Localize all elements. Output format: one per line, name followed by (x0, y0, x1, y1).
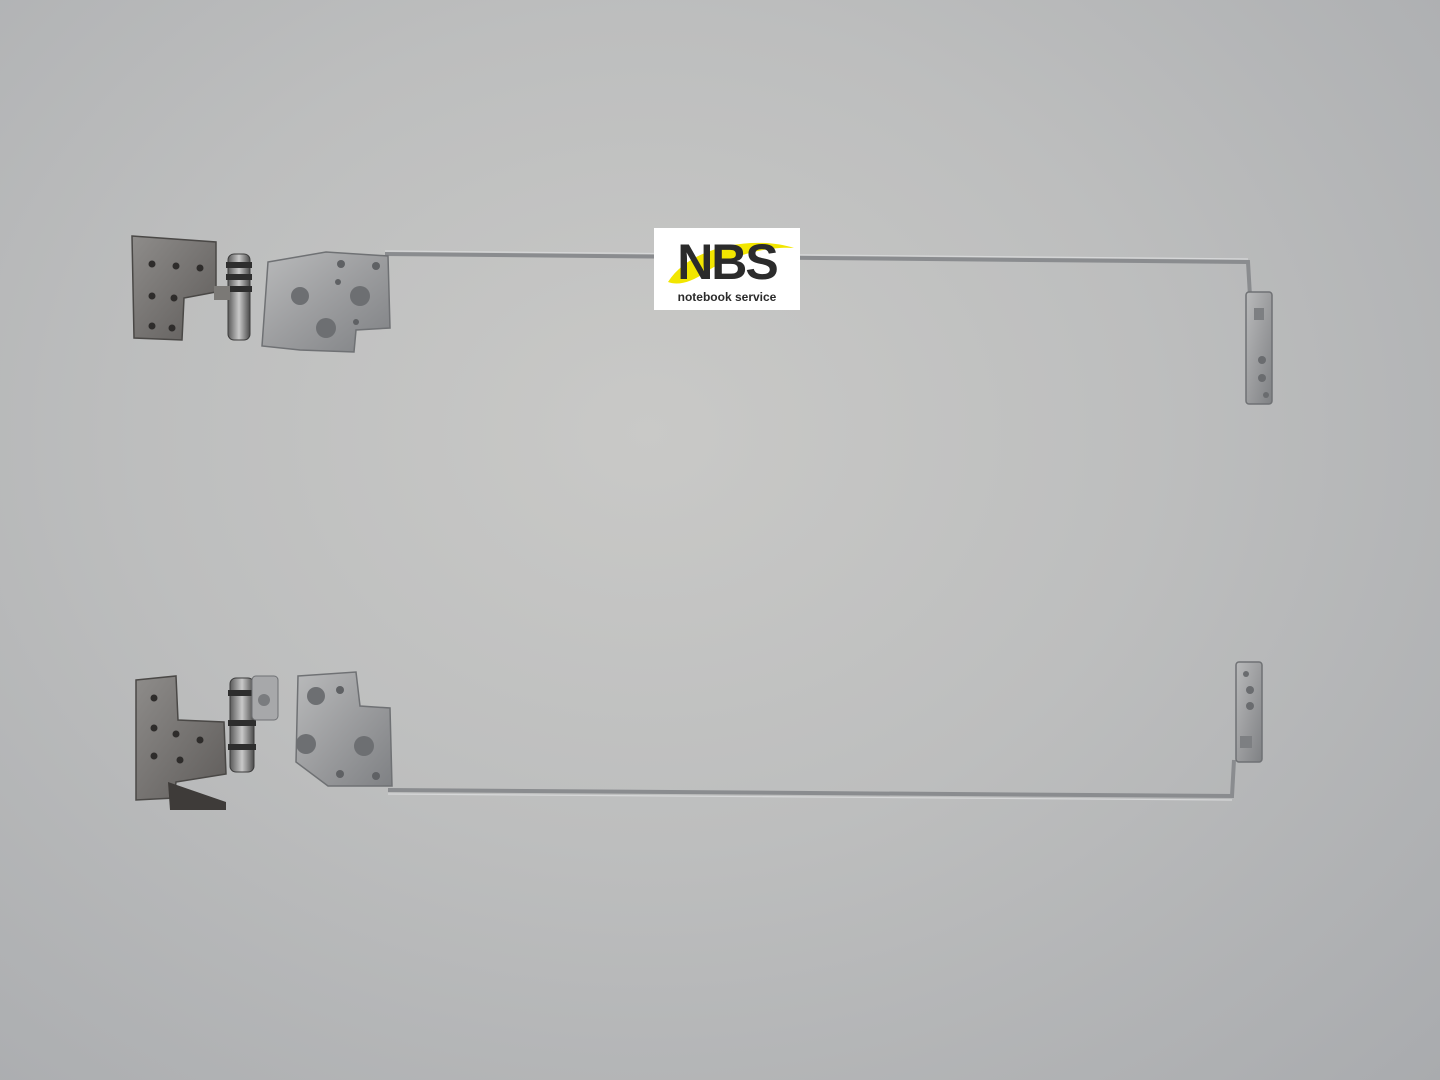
logo-brand-text: NBS (677, 234, 779, 290)
nbs-logo-watermark: NBS notebook service (654, 228, 800, 310)
logo-tagline: notebook service (677, 290, 777, 304)
hinge-bottom (135, 661, 1263, 810)
hinge-top (131, 235, 1273, 405)
logo-swoosh-icon (668, 242, 794, 284)
